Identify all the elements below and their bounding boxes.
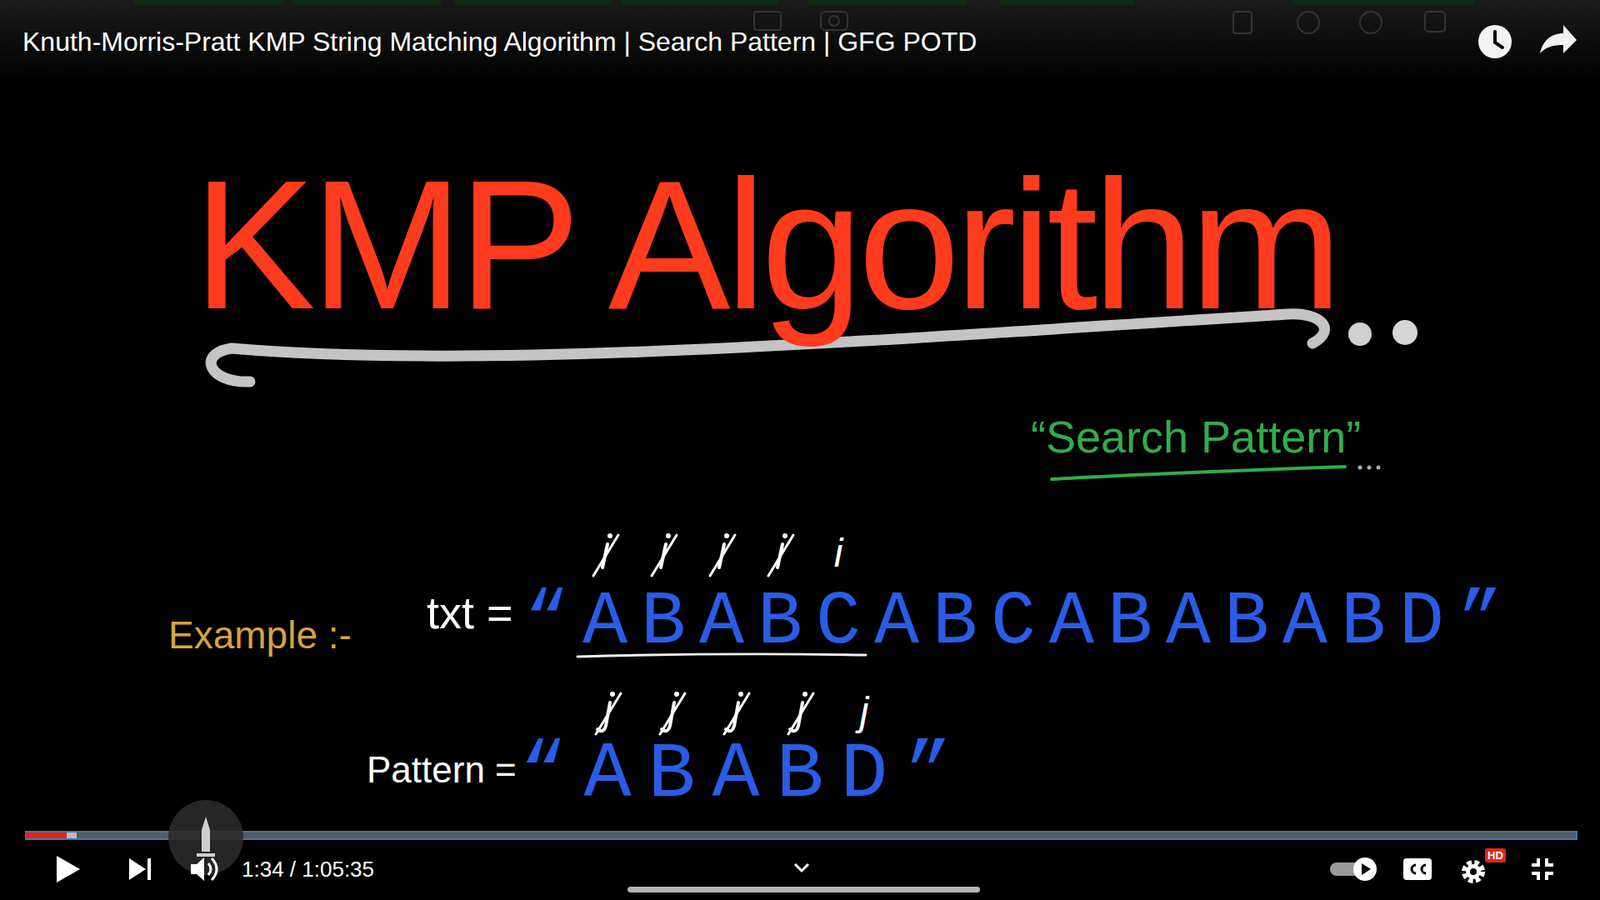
faint-toolbar-icons — [754, 11, 781, 30]
app-toolbar-strip — [133, 0, 1475, 5]
crossed-i-mark — [607, 533, 613, 539]
subtitle: “Search Pattern” — [1030, 414, 1361, 460]
share-icon — [1540, 25, 1577, 54]
clock-icon — [1478, 25, 1512, 59]
faint-toolbar-icons — [1425, 11, 1445, 32]
cc-icon — [1421, 865, 1426, 874]
play-button — [56, 855, 80, 883]
settings-gear — [1470, 868, 1477, 875]
app-toolbar-strip — [291, 0, 442, 5]
faint-toolbar-icons — [1297, 11, 1320, 34]
crossed-j-mark — [674, 691, 680, 697]
next-button — [129, 858, 146, 880]
home-indicator — [627, 886, 980, 893]
progress-bar — [25, 831, 1577, 840]
green-underline — [1358, 465, 1363, 470]
faint-toolbar-icons — [1233, 11, 1252, 34]
app-toolbar-strip — [1291, 0, 1475, 5]
crossed-j-mark — [660, 693, 685, 735]
settings-gear — [1465, 864, 1481, 880]
chevron-icon — [795, 864, 809, 871]
crossed-i-mark — [710, 535, 735, 576]
green-underline — [1051, 466, 1345, 480]
time-display: 1:34 / 1:05:35 — [241, 858, 375, 880]
chevron-icon — [795, 864, 809, 871]
top-shade — [0, 0, 1600, 84]
app-toolbar-strip — [1000, 0, 1134, 5]
heading: KMP Algorithm — [193, 153, 1338, 337]
hd-badge: HD — [1485, 848, 1506, 863]
volume-icon — [190, 857, 217, 881]
crossed-i-mark — [782, 533, 788, 539]
heading-swoosh — [1348, 322, 1372, 346]
exit-fullscreen-icon — [1531, 858, 1554, 880]
exit-fullscreen-icon — [1531, 858, 1539, 865]
progress-bar — [25, 831, 1577, 840]
pointer-j: j — [860, 691, 870, 732]
crossed-i-mark — [724, 533, 730, 539]
exit-fullscreen-icon — [1546, 858, 1554, 865]
autoplay-toggle — [1361, 863, 1371, 875]
pen-cursor — [196, 853, 215, 857]
pen-cursor — [168, 800, 244, 875]
cc-icon — [1403, 858, 1432, 880]
faint-toolbar-icons — [829, 15, 840, 26]
crossed-j-mark — [610, 691, 615, 697]
clock-icon — [1478, 25, 1512, 59]
text-string: “ABABCABCABABABD” — [524, 585, 1516, 660]
pattern-label: Pattern = — [366, 751, 517, 789]
crossed-i-mark — [768, 535, 794, 576]
app-toolbar-strip — [808, 0, 967, 5]
faint-toolbar-icons — [1360, 11, 1382, 34]
exit-fullscreen-icon — [1546, 873, 1554, 880]
volume-icon — [208, 863, 211, 875]
cc-icon — [1403, 858, 1432, 880]
app-toolbar-strip — [620, 0, 780, 5]
crossed-i-mark — [593, 535, 619, 576]
play-button — [56, 855, 80, 883]
next-button — [147, 858, 151, 880]
pointer-i: i — [834, 533, 844, 574]
text-label: txt = — [426, 590, 514, 635]
crossed-i-mark — [665, 533, 671, 539]
crossed-j-mark — [802, 691, 808, 697]
cc-icon — [1411, 865, 1416, 874]
progress-bar — [66, 832, 77, 839]
video-title: Knuth-Morris-Pratt KMP String Matching A… — [22, 28, 977, 55]
app-toolbar-strip — [454, 0, 613, 5]
exit-fullscreen-icon — [1531, 873, 1539, 880]
next-button — [129, 858, 151, 880]
pen-cursor — [201, 816, 210, 852]
green-underline — [1367, 465, 1372, 470]
home-indicator — [627, 886, 980, 893]
green-underline — [1376, 465, 1381, 470]
crossed-i-mark — [651, 535, 677, 576]
clock-icon — [1495, 31, 1503, 48]
heading-swoosh — [1392, 320, 1418, 345]
volume-icon — [211, 858, 217, 880]
settings-gear — [1465, 863, 1482, 880]
faint-toolbar-icons — [820, 11, 848, 30]
crossed-j-mark — [724, 693, 750, 735]
share-icon — [1540, 25, 1577, 54]
crossed-j-mark — [595, 693, 621, 735]
green-underline — [1051, 465, 1381, 480]
volume-icon — [190, 857, 205, 881]
pen-cursor — [168, 800, 244, 875]
crossed-j-mark — [738, 691, 744, 697]
example-label: Example :- — [168, 615, 352, 655]
settings-gear — [1465, 863, 1482, 880]
app-toolbar-strip — [133, 0, 284, 5]
autoplay-toggle — [1353, 857, 1377, 881]
autoplay-toggle — [1330, 857, 1377, 881]
progress-bar — [25, 832, 67, 839]
pattern-string: “ABABD” — [519, 735, 969, 815]
crossed-j-mark — [788, 693, 814, 735]
